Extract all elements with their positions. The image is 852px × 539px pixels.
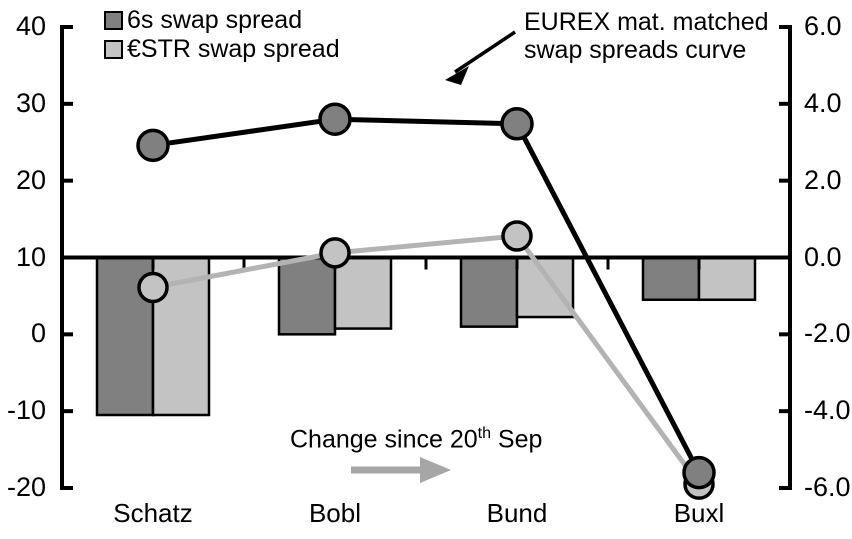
left-axis-tick-label: 30 (15, 87, 46, 118)
category-label-bobl: Bobl (308, 498, 362, 528)
change-annotation-prefix: Change since 20 (290, 425, 478, 454)
legend-swatch-estr-swap-spread (104, 40, 123, 59)
right-axis-tick-label: -4.0 (804, 395, 851, 426)
bar-bobl-6s (277, 256, 337, 336)
change-since-annotation: Change since 20th Sep (290, 425, 542, 453)
bar-bund-6s (459, 256, 519, 328)
eurex-annotation-arrow-head (445, 66, 469, 85)
bar-buxl-6s (641, 256, 701, 302)
eurex-annotation-arrow-shaft (454, 30, 516, 74)
eurex-curve-annotation: EUREX mat. matched swap spreads curve (524, 8, 769, 64)
right-axis-tick-label: 0.0 (804, 241, 842, 272)
estr-change-marker (501, 220, 533, 252)
eurex-swap-spreads-curve (152, 116, 702, 474)
estr-change-line (152, 233, 702, 486)
eurex-curve-marker (500, 107, 534, 141)
change-annotation-suffix: Sep (490, 425, 543, 454)
eurex-annotation-line-2: swap spreads curve (524, 36, 747, 64)
eurex-curve-marker (136, 128, 170, 163)
bar-bobl-estr (333, 256, 393, 330)
legend-item-estr-swap-spread: €STR swap spread (104, 37, 340, 62)
left-axis-tick-label: 10 (15, 241, 46, 272)
estr-change-marker (137, 271, 169, 304)
left-axis-tick-label: 0 (30, 318, 46, 349)
category-label-buxl: Buxl (673, 498, 725, 528)
eurex-curve-marker (682, 455, 716, 490)
legend-swatch-6s-swap-spread (104, 11, 123, 30)
bar-bund-estr (515, 256, 575, 319)
bar-buxl-estr (697, 256, 757, 302)
eurex-annotation-line-1: EUREX mat. matched (524, 8, 769, 36)
left-axis-tick-label: 40 (15, 11, 46, 41)
eurex-curve-marker (318, 102, 352, 136)
right-axis-tick-label: 2.0 (804, 164, 842, 195)
change-direction-arrow-head (420, 457, 451, 483)
category-label-schatz: Schatz (113, 498, 193, 528)
right-axis-tick-label: 4.0 (804, 87, 842, 118)
right-axis-tick-label: 6.0 (804, 11, 842, 41)
right-axis-tick-label: -6.0 (804, 472, 851, 502)
estr-change-marker (319, 237, 351, 269)
change-annotation-superscript: th (477, 425, 491, 442)
left-axis-tick-label: -20 (6, 472, 46, 502)
chart-legend: 6s swap spread €STR swap spread (104, 8, 340, 62)
legend-item-6s-swap-spread: 6s swap spread (104, 8, 340, 33)
legend-label-6s-swap-spread: 6s swap spread (127, 6, 303, 34)
legend-label-estr-swap-spread: €STR swap spread (127, 35, 340, 63)
left-axis-tick-label: -10 (6, 395, 46, 426)
right-axis-tick-label: -2.0 (804, 318, 851, 349)
left-axis-tick-label: 20 (15, 164, 46, 195)
category-label-bund: Bund (486, 498, 548, 528)
